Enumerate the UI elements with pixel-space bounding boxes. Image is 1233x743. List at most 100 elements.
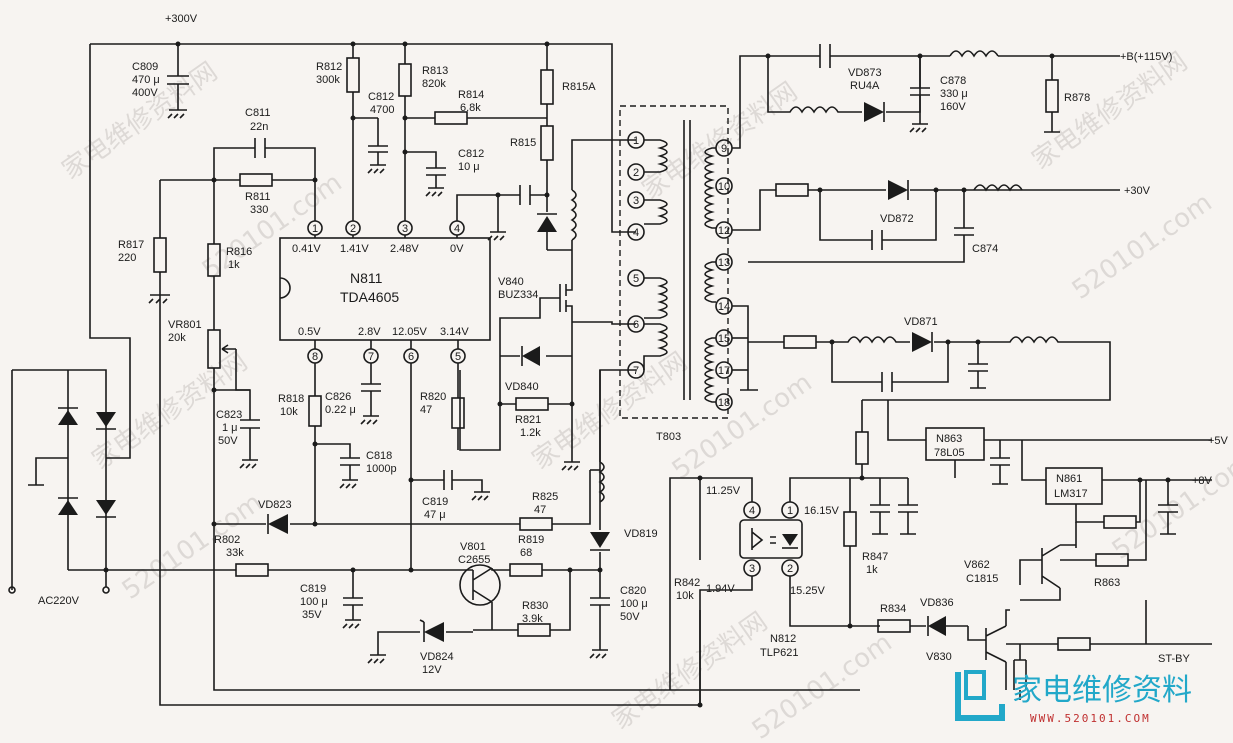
vd819-ref: VD819 [624, 528, 658, 540]
rail-5v-label: +5V [1208, 435, 1229, 447]
opto-v3: 1.94V [706, 583, 735, 595]
t-pin-12: 12 [718, 225, 730, 237]
r818-val: 10k [280, 406, 298, 418]
opto-v4: 11.25V [706, 485, 741, 497]
t-pin-15: 15 [718, 333, 730, 345]
ic-pin-8: 8 [312, 351, 318, 363]
r842-ref: R842 [674, 577, 700, 589]
c811-val: 22n [250, 121, 268, 133]
r816-val: 1k [228, 259, 240, 271]
t-pin-5: 5 [633, 273, 639, 285]
r811-ref: R811 [245, 191, 270, 203]
ic-pin-1: 1 [312, 223, 318, 235]
opto-pin-4: 4 [749, 505, 755, 517]
ic-pin-5-voltage: 3.14V [440, 326, 469, 338]
r842-val: 10k [676, 590, 694, 602]
vd824-val: 12V [422, 664, 442, 676]
r830-ref: R830 [522, 600, 548, 612]
vd840-ref: VD840 [505, 381, 539, 393]
r815-ref: R815 [510, 137, 536, 149]
watermark-num-4: 520101.com [117, 488, 268, 606]
t-pin-14: 14 [718, 301, 730, 313]
t-pin-3: 3 [633, 195, 639, 207]
v830-ref: V830 [926, 651, 952, 663]
opto-v2: 15.25V [790, 585, 826, 597]
r834-ref: R834 [880, 603, 906, 615]
vd873-part: RU4A [850, 80, 880, 92]
c812b-ref: C812 [458, 148, 484, 160]
r825-ref: R825 [532, 491, 558, 503]
t-pin-1: 1 [633, 135, 639, 147]
r830-val: 3.9k [522, 613, 543, 625]
opto-pin-2: 2 [787, 563, 793, 575]
n812-ref: N812 [770, 633, 796, 645]
r812-ref: R812 [316, 61, 342, 73]
v840-ref: V840 [498, 276, 524, 288]
c809-volt: 400V [132, 87, 158, 99]
c812b-val: 10 μ [458, 161, 480, 173]
r847-ref: R847 [862, 551, 888, 563]
secondary-outputs: VD873 RU4A C878 330 μ 160V R878 +B(+115V… [669, 44, 1229, 708]
v862-ref: V862 [964, 559, 990, 571]
r814-val: 6.8k [460, 102, 481, 114]
r816-ref: R816 [226, 246, 252, 258]
ic-pin-3-voltage: 2.48V [390, 243, 419, 255]
ic-pin-1-voltage: 0.41V [292, 243, 321, 255]
r817-ref: R817 [118, 239, 144, 251]
v801-ref: V801 [460, 541, 486, 553]
stby-label: ST-BY [1158, 653, 1190, 665]
t-pin-6: 6 [633, 319, 639, 331]
watermark-cn-6: 家电维修资料网 [607, 607, 773, 736]
r878-ref: R878 [1064, 92, 1090, 104]
n863-part: 78L05 [934, 447, 965, 459]
c878-volt: 160V [940, 101, 966, 113]
c819a-ref: C819 [422, 496, 448, 508]
c823-volt: 50V [218, 435, 238, 447]
t-pin-10: 10 [718, 181, 730, 193]
n812-part: TLP621 [760, 647, 799, 659]
ic-pin-6: 6 [408, 351, 414, 363]
r817-val: 220 [118, 252, 136, 264]
n863-ref: N863 [936, 433, 962, 445]
c878-val: 330 μ [940, 88, 968, 100]
c820-volt: 50V [620, 611, 640, 623]
r815a-ref: R815A [562, 81, 596, 93]
n861-ref: N861 [1056, 473, 1082, 485]
t-pin-17: 17 [718, 365, 730, 377]
c818-ref: C818 [366, 450, 392, 462]
ic-ref: N811 [350, 270, 383, 286]
rail-115v-label: +B(+115V) [1120, 51, 1172, 63]
v840-part: BUZ334 [498, 289, 538, 301]
v862-part: C1815 [966, 573, 998, 585]
c823-val: 1 μ [222, 422, 238, 434]
c819b-ref: C819 [300, 583, 326, 595]
ic-pin-2-voltage: 1.41V [340, 243, 369, 255]
t803-ref: T803 [656, 431, 681, 443]
r847-val: 1k [866, 564, 878, 576]
watermark-logo: 家电维修资料 WWW.520101.COM [955, 670, 1192, 725]
r819-ref: R819 [518, 534, 544, 546]
watermark-num-3: 520101.com [1067, 188, 1218, 306]
ic-pin-4: 4 [454, 223, 460, 235]
c819b-val: 100 μ [300, 596, 328, 608]
r802-ref: R802 [214, 534, 240, 546]
input-section: +300V C809 470 μ 400V AC220V [8, 13, 636, 607]
c826-ref: C826 [325, 391, 351, 403]
c812a-val: 4700 [370, 104, 394, 116]
t-pin-18: 18 [718, 397, 730, 409]
r820-val: 47 [420, 404, 432, 416]
ic-pin-7-voltage: 2.8V [358, 326, 381, 338]
vd823-ref: VD823 [258, 499, 292, 511]
ic-pin-3: 3 [402, 223, 408, 235]
t-pin-7: 7 [633, 365, 639, 377]
ic-pin-2: 2 [350, 223, 356, 235]
c812a-ref: C812 [368, 91, 394, 103]
ic-n811: N811 TDA4605 1 2 3 4 0.41V 1.41V 2.48V 0… [279, 220, 491, 364]
c874-ref: C874 [972, 243, 998, 255]
ic-pin-6-voltage: 12.05V [392, 326, 428, 338]
r813-ref: R813 [422, 65, 448, 77]
ic-pin-7: 7 [368, 351, 374, 363]
rail-300v-label: +300V [165, 13, 198, 25]
vd871-ref: VD871 [904, 316, 938, 328]
